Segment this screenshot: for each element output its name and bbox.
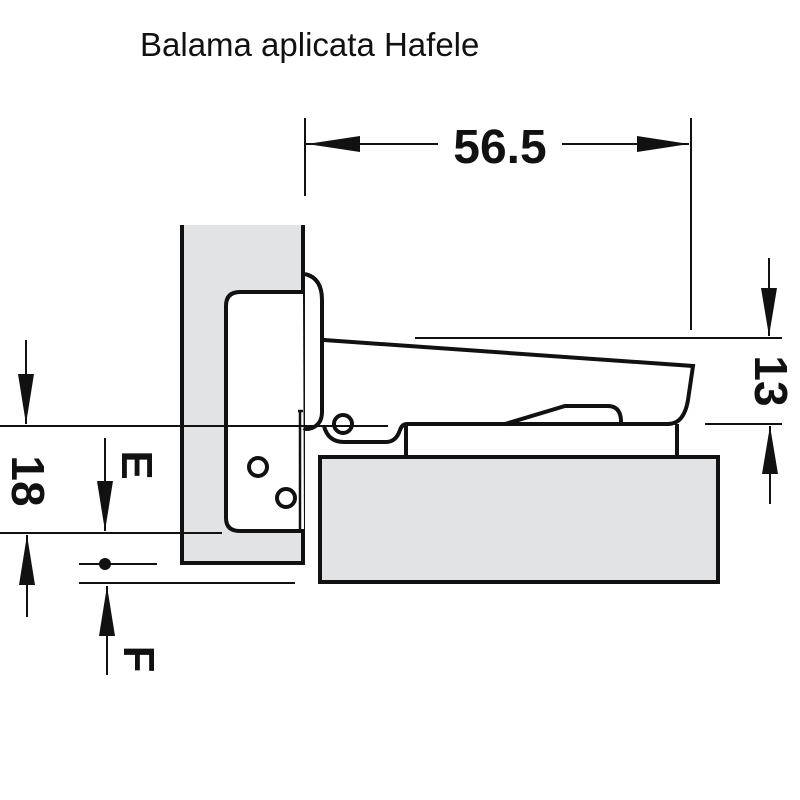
dimension-panel-thickness-label: 18 [2, 455, 54, 506]
page-title: Balama aplicata Hafele [140, 26, 479, 64]
mounting-plate [224, 290, 304, 533]
hinge-arm [302, 272, 696, 444]
door-panel [318, 455, 720, 584]
dimension-arm-height: 13 [745, 258, 797, 504]
label-e: E [112, 450, 161, 479]
dimension-f: F [99, 558, 163, 675]
dimension-panel-thickness: 18 [2, 340, 54, 617]
dimension-width: 56.5 [305, 121, 689, 174]
dimension-e: E [97, 438, 161, 531]
dimension-arm-height-label: 13 [745, 355, 797, 406]
hinge-cup [404, 404, 679, 457]
label-f: F [114, 646, 163, 673]
dimension-width-label: 56.5 [453, 121, 546, 174]
title-text: Balama aplicata Hafele [140, 26, 480, 63]
reference-lines [0, 118, 782, 584]
